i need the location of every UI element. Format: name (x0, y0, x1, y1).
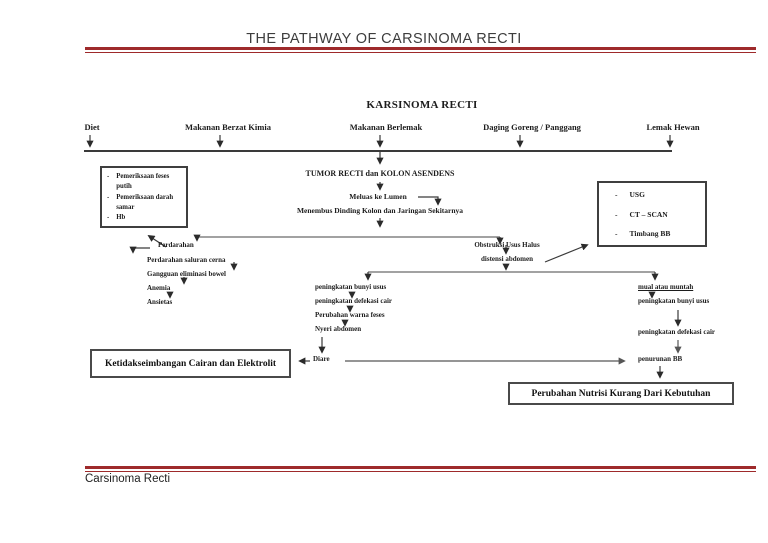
scan-item: - USG (615, 190, 705, 199)
node-perdarahan: Perdarahan (158, 241, 194, 249)
node-gangguan-eliminasi: Gangguan eliminasi bowel (147, 270, 226, 278)
scan-item-label: Timbang BB (629, 229, 671, 238)
diagnosis-fluid-label: Ketidakseimbangan Cairan dan Elektrolit (104, 358, 277, 369)
scan-item-label: CT – SCAN (629, 209, 668, 219)
node-diare: Diare (313, 355, 330, 363)
exam-item-label: Pemeriksaan feses putih (116, 173, 170, 190)
node-distensi-abdomen: distensi abdomen (481, 255, 533, 263)
node-penurunan-bb: penurunan BB (638, 355, 683, 363)
bullet-dash: - (107, 193, 110, 201)
header-rule-gap (85, 50, 756, 52)
node-peningkatan-bunyi-usus-right: peningkatan bunyi usus (638, 297, 710, 305)
bullet-dash: - (107, 214, 110, 222)
node-perdarahan-cerna: Perdarahan saluran cerna (147, 256, 226, 264)
footer-label: Carsinoma Recti (85, 473, 170, 485)
cause-diet: Diet (84, 122, 100, 132)
scan-item: - CT – SCAN (615, 210, 705, 219)
cause-daging-goreng: Daging Goreng / Panggang (483, 122, 581, 132)
node-anemia: Anemia (147, 284, 171, 292)
cause-makanan-berlemak: Makanan Berlemak (349, 122, 423, 132)
footer-rule-gap (85, 469, 756, 471)
bullet-dash: - (615, 190, 618, 199)
scan-item-label: USG (629, 190, 645, 199)
node-menembus-dinding: Menembus Dinding Kolon dan Jaringan Seki… (296, 206, 464, 215)
header-rule (85, 47, 756, 53)
cause-makanan-berzat: Makanan Berzat Kimia (185, 122, 271, 132)
node-tumor-recti: TUMOR RECTI dan KOLON ASENDENS (305, 169, 455, 178)
bullet-dash: - (615, 209, 618, 219)
bullet-dash: - (615, 229, 618, 238)
node-nyeri-abdomen: Nyeri abdomen (315, 325, 362, 333)
exam-item-label: Pemeriksaan darah samar (116, 193, 174, 211)
bullet-dash: - (107, 173, 110, 180)
diagnosis-nutrition-label: Perubahan Nutrisi Kurang Dari Kebutuhan (531, 388, 711, 399)
exam-checklist-box: - Pemeriksaan feses putih - Pemeriksaan … (100, 166, 188, 228)
footer-rule-thick (85, 466, 756, 469)
node-meluas-lumen: Meluas ke Lumen (349, 192, 407, 201)
header-rule-thick (85, 47, 756, 50)
cause-lemak-hewan: Lemak Hewan (646, 122, 700, 132)
diagram-title: KARSINOMA RECTI (366, 99, 478, 111)
footer-rule (85, 466, 756, 472)
exam-item-label: Hb (116, 214, 126, 222)
node-peningkatan-bunyi-usus-mid: peningkatan bunyi usus (315, 283, 387, 291)
page-title: THE PATHWAY OF CARSINOMA RECTI (246, 31, 522, 47)
exam-item: - Pemeriksaan darah samar (107, 193, 184, 213)
node-peningkatan-defekasi-mid: peningkatan defekasi cair (315, 297, 393, 305)
diagnosis-box-nutrition: Perubahan Nutrisi Kurang Dari Kebutuhan (508, 382, 734, 405)
exam-item: - Hb (107, 213, 184, 223)
scan-checklist-box: - USG - CT – SCAN - Timbang BB (597, 181, 707, 247)
header-rule-thin (85, 51, 756, 53)
node-mual-muntah: mual atau muntah (638, 283, 694, 291)
footer-rule-thin (85, 470, 756, 472)
node-perubahan-warna-feses: Perubahan warna feses (315, 311, 385, 319)
exam-item: - Pemeriksaan feses putih (107, 172, 184, 192)
node-obstruksi-usus: Obstruksi Usus Halus (474, 241, 540, 249)
scan-item: - Timbang BB (615, 229, 705, 238)
node-peningkatan-defekasi-right: peningkatan defekasi cair (638, 328, 716, 336)
node-ansietas: Ansietas (147, 298, 173, 306)
diagnosis-box-fluid-electrolyte: Ketidakseimbangan Cairan dan Elektrolit (90, 349, 291, 378)
